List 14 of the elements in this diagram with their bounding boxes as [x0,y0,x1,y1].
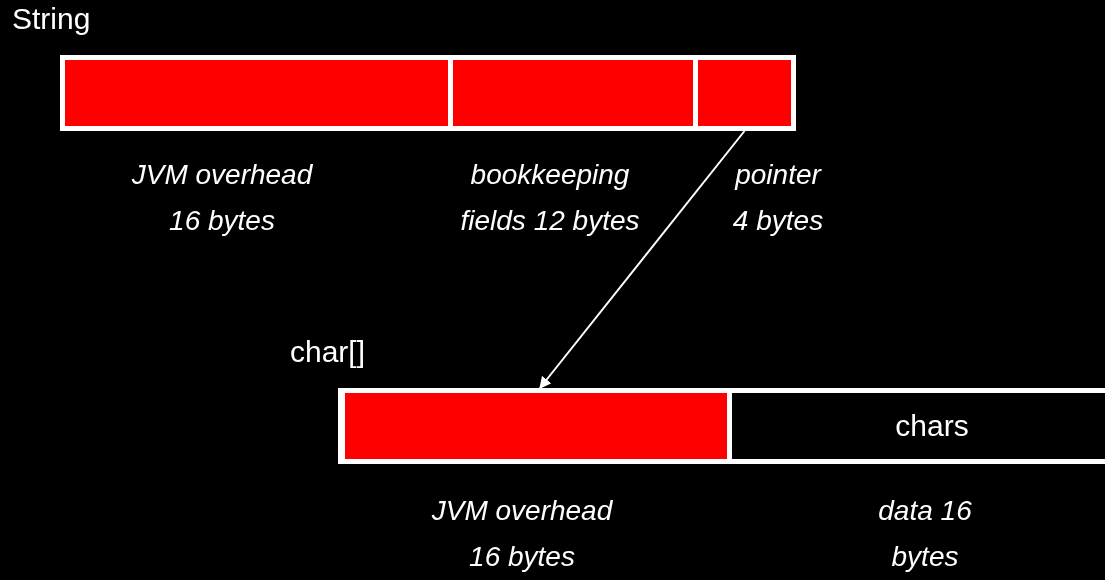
memory-segment [65,60,448,126]
memory-segment [698,60,791,126]
memory-segment [345,393,727,459]
memory-segment [732,393,1105,459]
segment-label: chars [895,411,969,441]
object-type-label: String [12,4,91,34]
size-caption: pointer 4 bytes [731,158,825,238]
size-caption: JVM overhead 16 bytes [130,158,314,238]
size-caption: JVM overhead 16 bytes [430,494,614,574]
pointer-arrow [539,130,746,389]
memory-segment [453,60,693,126]
size-caption: data 16 bytes [877,494,973,574]
object-type-label: char[] [290,337,366,367]
size-caption: bookkeeping fields 12 bytes [459,158,641,238]
